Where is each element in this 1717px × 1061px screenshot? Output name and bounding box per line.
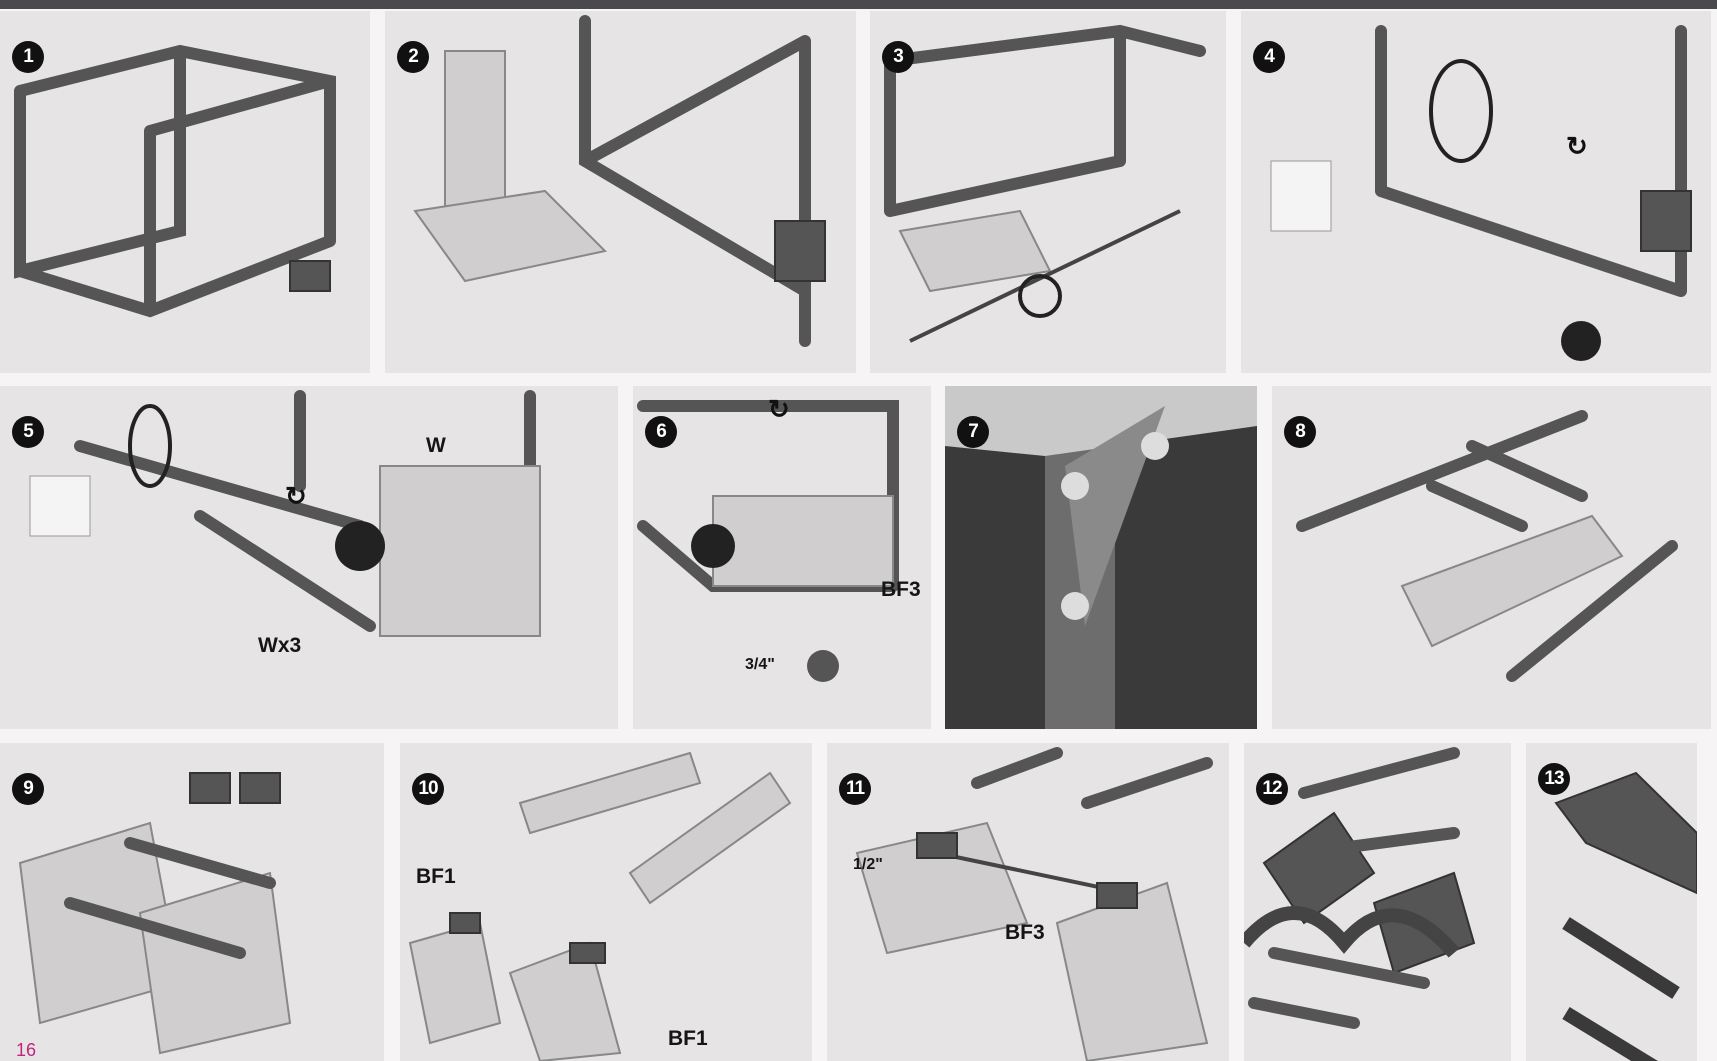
parts-illustration (1554, 771, 1697, 1061)
step-number-badge: 13 (1538, 763, 1570, 795)
step-4-panel: 4 ↻ (1241, 11, 1711, 373)
rotate-icon: ↻ (285, 481, 307, 511)
three-quarter-inch-label: 3/4" (745, 656, 775, 673)
closeup-illustration (945, 386, 1257, 729)
step-number-badge: 10 (412, 773, 444, 805)
frame-illustration (1270, 25, 1692, 361)
step-number-badge: 3 (882, 41, 914, 73)
parts-illustration (1296, 410, 1678, 682)
step-2-panel: 2 (385, 11, 856, 373)
top-edge-strip (0, 0, 1717, 9)
step-3-panel: 3 (870, 11, 1226, 373)
rotate-icon: ↻ (1566, 131, 1588, 161)
step-number-badge: 5 (12, 416, 44, 448)
step-11-panel: 11 1/2" BF3 (827, 743, 1229, 1061)
frame-illustration (413, 15, 826, 347)
step-1-panel: 1 (0, 11, 370, 373)
step-number-badge: 4 (1253, 41, 1285, 73)
parts-illustration (1244, 747, 1476, 1029)
step-number-badge: 8 (1284, 416, 1316, 448)
page-number: 16 (16, 1040, 37, 1060)
frame-illustration (14, 44, 336, 318)
step-7-panel: 7 (945, 386, 1257, 729)
frame-illustration (884, 24, 1206, 343)
parts-illustration (855, 747, 1213, 1061)
step-number-badge: 6 (645, 416, 677, 448)
step-6-panel: 6 BF3 3/4" ↻ (633, 386, 931, 729)
step-number-badge: 9 (12, 773, 44, 805)
bf1-label: BF1 (668, 1027, 708, 1050)
parts-illustration (18, 772, 292, 1055)
rotate-icon: ↻ (768, 394, 790, 424)
frame-illustration (29, 390, 541, 637)
step-number-badge: 12 (1256, 773, 1288, 805)
parts-illustration (408, 751, 792, 1061)
frame-illustration (637, 400, 899, 682)
bf1-label: BF1 (416, 865, 456, 888)
step-number-badge: 7 (957, 416, 989, 448)
step-10-panel: 10 BF1 BF1 (400, 743, 812, 1061)
step-8-panel: 8 (1272, 386, 1711, 729)
step-13-panel: 13 (1526, 743, 1697, 1061)
bf3-label: BF3 (1005, 921, 1045, 944)
washer-count-label: Wx3 (258, 634, 302, 657)
half-inch-label: 1/2" (853, 856, 883, 873)
step-number-badge: 2 (397, 41, 429, 73)
step-12-panel: 12 (1244, 743, 1511, 1061)
washer-label: W (426, 434, 446, 457)
step-number-badge: 11 (839, 773, 871, 805)
step-5-panel: 5 W Wx3 ↻ (0, 386, 618, 729)
step-9-panel: 9 16 (0, 743, 384, 1061)
bf3-label: BF3 (881, 578, 921, 601)
step-number-badge: 1 (12, 41, 44, 73)
